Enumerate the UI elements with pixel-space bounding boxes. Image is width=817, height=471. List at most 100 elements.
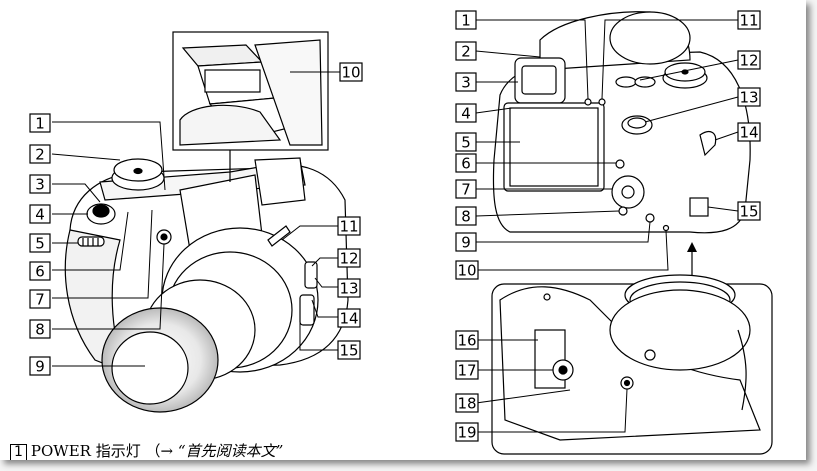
callout-number: 11 — [739, 12, 758, 30]
callout-box — [737, 10, 761, 30]
bottom-view-illustration — [491, 274, 773, 455]
callout-number: 4 — [35, 206, 45, 224]
caption-reference-link[interactable]: “首先阅读本文” — [177, 442, 284, 460]
callout-right-figure-14: 14 — [737, 122, 761, 142]
callout-box — [455, 72, 477, 92]
callout-right-figure-16: 16 — [455, 330, 479, 350]
callout-box — [455, 330, 479, 350]
callout-right-figure-7: 7 — [455, 179, 477, 199]
callout-box — [337, 248, 361, 268]
callout-labels: 1234567891011121314151234567891011121314… — [29, 10, 761, 442]
callout-box — [737, 201, 761, 221]
callout-number: 17 — [457, 362, 476, 380]
callout-number: 18 — [457, 395, 476, 413]
callout-left-figure-4: 4 — [29, 204, 51, 224]
callout-number: 13 — [339, 280, 358, 298]
callout-left-figure-9: 9 — [29, 356, 51, 376]
callout-box — [455, 41, 477, 61]
callout-left-figure-5: 5 — [29, 233, 51, 253]
callout-box — [29, 356, 51, 376]
callout-box — [29, 233, 51, 253]
callout-box — [29, 289, 51, 309]
callout-box — [29, 261, 51, 281]
callout-number: 14 — [339, 310, 358, 328]
callout-box — [455, 360, 479, 380]
callout-number: 10 — [457, 262, 476, 280]
callout-box — [337, 340, 361, 360]
callout-box — [455, 10, 477, 30]
callout-left-figure-3: 3 — [29, 174, 51, 194]
callout-box — [29, 144, 51, 164]
callout-left-figure-12: 12 — [337, 248, 361, 268]
callout-box — [337, 278, 361, 298]
callout-right-figure-3: 3 — [455, 72, 477, 92]
callout-number: 9 — [35, 358, 45, 376]
front-camera-illustration — [64, 157, 349, 413]
callout-box — [737, 122, 761, 142]
callout-number: 12 — [739, 52, 758, 70]
callout-number: 2 — [35, 146, 45, 164]
callout-left-figure-8: 8 — [29, 319, 51, 339]
camera-diagram: 1234567891011121314151234567891011121314… — [29, 10, 773, 455]
callout-number: 15 — [339, 342, 358, 360]
callout-number: 11 — [339, 218, 358, 236]
callout-left-figure-13: 13 — [337, 278, 361, 298]
caption-label: POWER 指示灯 — [30, 442, 141, 460]
callout-right-figure-17: 17 — [455, 360, 479, 380]
callout-number: 10 — [341, 64, 360, 82]
caption-open-paren: （ — [145, 442, 161, 460]
callout-box — [455, 103, 477, 123]
callout-right-figure-9: 9 — [455, 232, 477, 252]
callout-number: 5 — [35, 235, 45, 253]
flash-inset — [172, 31, 329, 182]
callout-right-figure-19: 19 — [455, 422, 479, 442]
callout-left-figure-2: 2 — [29, 144, 51, 164]
callout-right-figure-12: 12 — [737, 50, 761, 70]
callout-left-figure-6: 6 — [29, 261, 51, 281]
callout-box — [737, 50, 761, 70]
callout-left-figure-10: 10 — [339, 62, 363, 82]
callout-right-figure-10: 10 — [455, 260, 479, 280]
callout-number: 3 — [461, 74, 471, 92]
callout-number: 2 — [461, 43, 471, 61]
callout-number: 4 — [461, 105, 471, 123]
callout-box — [29, 174, 51, 194]
callout-box — [455, 422, 479, 442]
callout-number: 9 — [461, 234, 471, 252]
callout-right-figure-5: 5 — [455, 132, 477, 152]
front-leader-lines — [51, 71, 340, 367]
callout-number: 13 — [739, 89, 758, 107]
caption-arrow-icon: → — [160, 442, 174, 460]
callout-right-figure-6: 6 — [455, 153, 477, 173]
callout-left-figure-15: 15 — [337, 340, 361, 360]
callout-number: 7 — [461, 181, 471, 199]
back-leader-lines — [475, 19, 739, 433]
callout-number: 1 — [461, 12, 471, 30]
callout-box — [455, 132, 477, 152]
callout-number: 8 — [461, 208, 471, 226]
callout-box — [29, 204, 51, 224]
callout-number: 19 — [457, 424, 476, 442]
callout-box — [337, 216, 361, 236]
callout-number: 7 — [35, 291, 45, 309]
callout-right-figure-8: 8 — [455, 206, 477, 226]
callout-number: 12 — [339, 250, 358, 268]
caption-number-box: 1 — [10, 444, 27, 460]
callout-box — [29, 113, 51, 133]
callout-left-figure-11: 11 — [337, 216, 361, 236]
callout-right-figure-15: 15 — [737, 201, 761, 221]
callout-right-figure-18: 18 — [455, 393, 479, 413]
callout-number: 8 — [35, 321, 45, 339]
callout-number: 15 — [739, 203, 758, 221]
callout-right-figure-1: 1 — [455, 10, 477, 30]
callout-box — [455, 260, 479, 280]
callout-left-figure-1: 1 — [29, 113, 51, 133]
callout-left-figure-7: 7 — [29, 289, 51, 309]
callout-left-figure-14: 14 — [337, 308, 361, 328]
callout-box — [455, 206, 477, 226]
callout-right-figure-13: 13 — [737, 87, 761, 107]
callout-box — [29, 319, 51, 339]
callout-box — [737, 87, 761, 107]
